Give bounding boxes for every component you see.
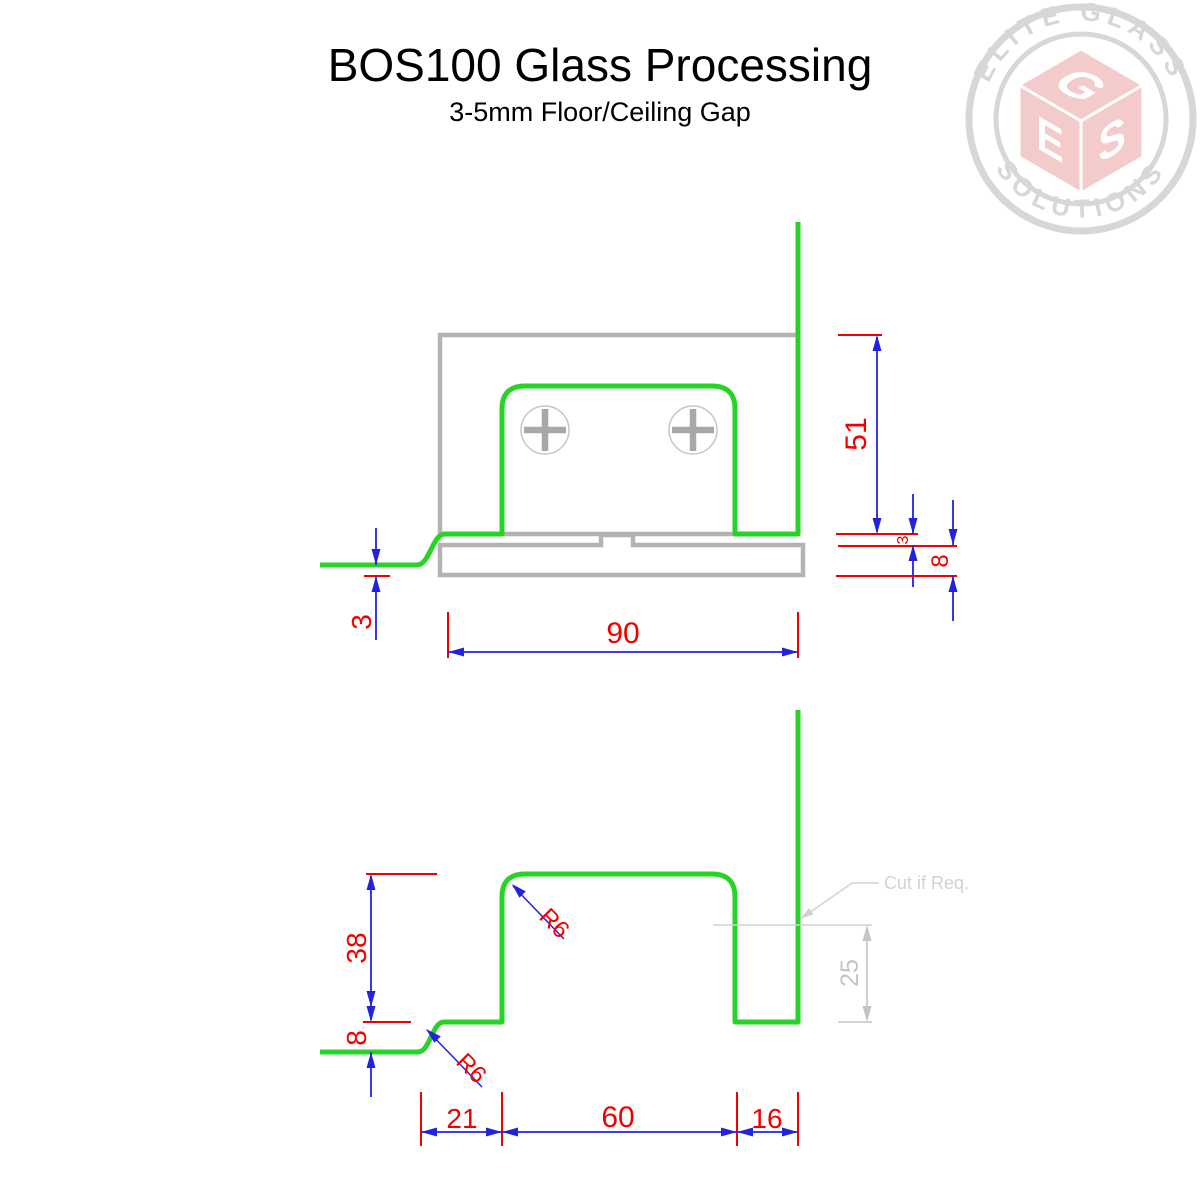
dim-label-60: 60: [601, 1101, 634, 1134]
dim-chain-bottom: 21 60 16: [420, 1092, 799, 1146]
dim-25: 25: [836, 925, 872, 1023]
dim-8-right: 8: [836, 500, 958, 621]
dim-3-left: 3: [346, 528, 390, 640]
arrow-down-icon: [872, 518, 882, 534]
arrow-left-icon: [448, 647, 464, 657]
logo-cube-right-face: [1079, 82, 1145, 196]
hinge-baseplate: [437, 532, 806, 578]
dim-label-38: 38: [341, 932, 372, 963]
top-view: 51 3 8 3: [320, 222, 958, 658]
radius-label-r6: R6: [534, 903, 575, 944]
hinge-body-outline: [437, 332, 801, 537]
arrow-leader-icon: [426, 1029, 441, 1043]
arrow-right-icon: [721, 1127, 737, 1137]
arrow-down-icon: [908, 518, 918, 534]
dim-8-step: 8: [341, 991, 376, 1097]
arrow-down-icon: [371, 549, 381, 565]
arrow-up-icon: [366, 1052, 376, 1068]
screw-cross-icon: [524, 409, 566, 451]
arrow-up-icon: [371, 576, 381, 592]
logo-outer-ring: [965, 3, 1197, 235]
company-logo: ELITE GLASS SOLUTIONS G E S: [965, 0, 1197, 235]
drawing-header: BOS100 Glass Processing 3-5mm Floor/Ceil…: [0, 42, 1200, 128]
arrow-left-icon: [737, 1127, 753, 1137]
logo-cube: G E S: [1016, 47, 1146, 196]
dim-90: 90: [447, 612, 799, 658]
arrow-up-icon: [948, 576, 958, 592]
dim-label-3: 3: [895, 535, 912, 544]
arrow-right-icon: [486, 1127, 502, 1137]
dim-label-90: 90: [606, 617, 639, 650]
glass-profile-top-view: [320, 222, 801, 568]
arrow-leader-icon: [800, 908, 814, 919]
dim-label-21: 21: [446, 1103, 477, 1134]
dim-label-25: 25: [836, 959, 864, 987]
dim-label-51: 51: [840, 417, 873, 450]
radius-callout-step: R6: [426, 1029, 492, 1089]
radius-label-r6: R6: [451, 1048, 492, 1089]
logo-inner-ring: [993, 31, 1169, 207]
bottom-view: Cut if Req. 25 R6 R6 38: [320, 710, 969, 1146]
dim-label-3: 3: [346, 614, 377, 630]
screw-hole-left: [520, 405, 570, 455]
radius-callout-top: R6: [512, 884, 575, 944]
dim-38: 38: [341, 873, 437, 1023]
dim-label-8: 8: [927, 554, 954, 567]
dim-3-right: 3: [838, 494, 957, 587]
arrow-down-icon: [862, 1006, 872, 1022]
dim-51: 51: [836, 334, 918, 535]
screw-cross-icon: [672, 409, 714, 451]
arrow-left-icon: [421, 1127, 437, 1137]
arrow-up-icon: [908, 545, 918, 561]
page-subtitle: 3-5mm Floor/Ceiling Gap: [449, 97, 751, 127]
dim-label-8: 8: [341, 1030, 372, 1046]
arrow-down-icon: [366, 991, 376, 1007]
dim-label-16: 16: [751, 1103, 782, 1134]
arrow-down-icon: [366, 1006, 376, 1022]
arrow-up-icon: [862, 925, 872, 941]
arrow-right-icon: [782, 647, 798, 657]
cut-note-leader: [801, 882, 879, 919]
arrow-down-icon: [948, 529, 958, 545]
screw-hole-right: [668, 405, 718, 455]
arrow-right-icon: [782, 1127, 798, 1137]
cut-note-label: Cut if Req.: [884, 873, 969, 893]
arrow-leader-icon: [512, 884, 526, 898]
arrow-left-icon: [502, 1127, 518, 1137]
glass-profile-bottom-view: [320, 710, 801, 1055]
arrow-up-icon: [366, 874, 376, 890]
page-title: BOS100 Glass Processing: [327, 39, 873, 91]
cut-note: Cut if Req.: [800, 873, 969, 919]
arrow-up-icon: [872, 335, 882, 351]
